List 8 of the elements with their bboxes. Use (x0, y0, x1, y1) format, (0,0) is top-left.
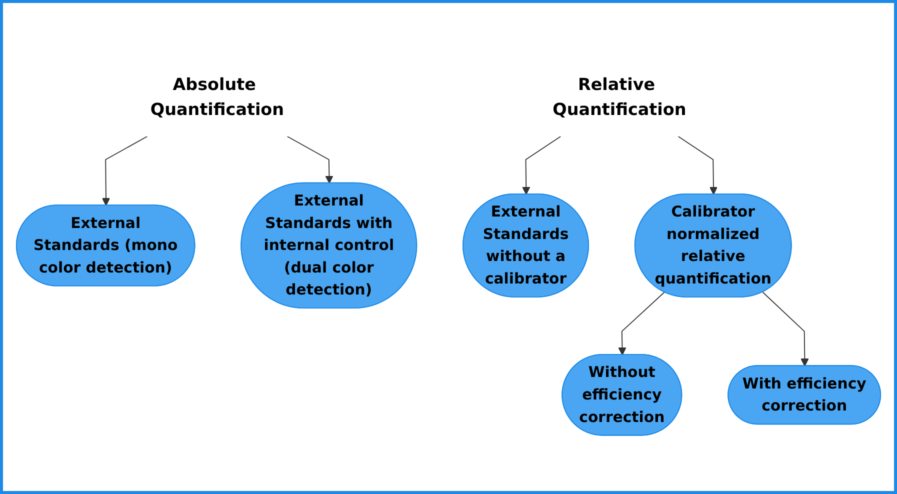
arrow (102, 136, 148, 206)
node-text: Absolute Quantification (150, 75, 284, 120)
arrow (678, 136, 718, 195)
arrow (762, 292, 809, 367)
node-text: Relative Quantification (552, 75, 686, 120)
arrow (618, 292, 665, 356)
arrow (522, 136, 562, 195)
arrow (286, 136, 334, 184)
